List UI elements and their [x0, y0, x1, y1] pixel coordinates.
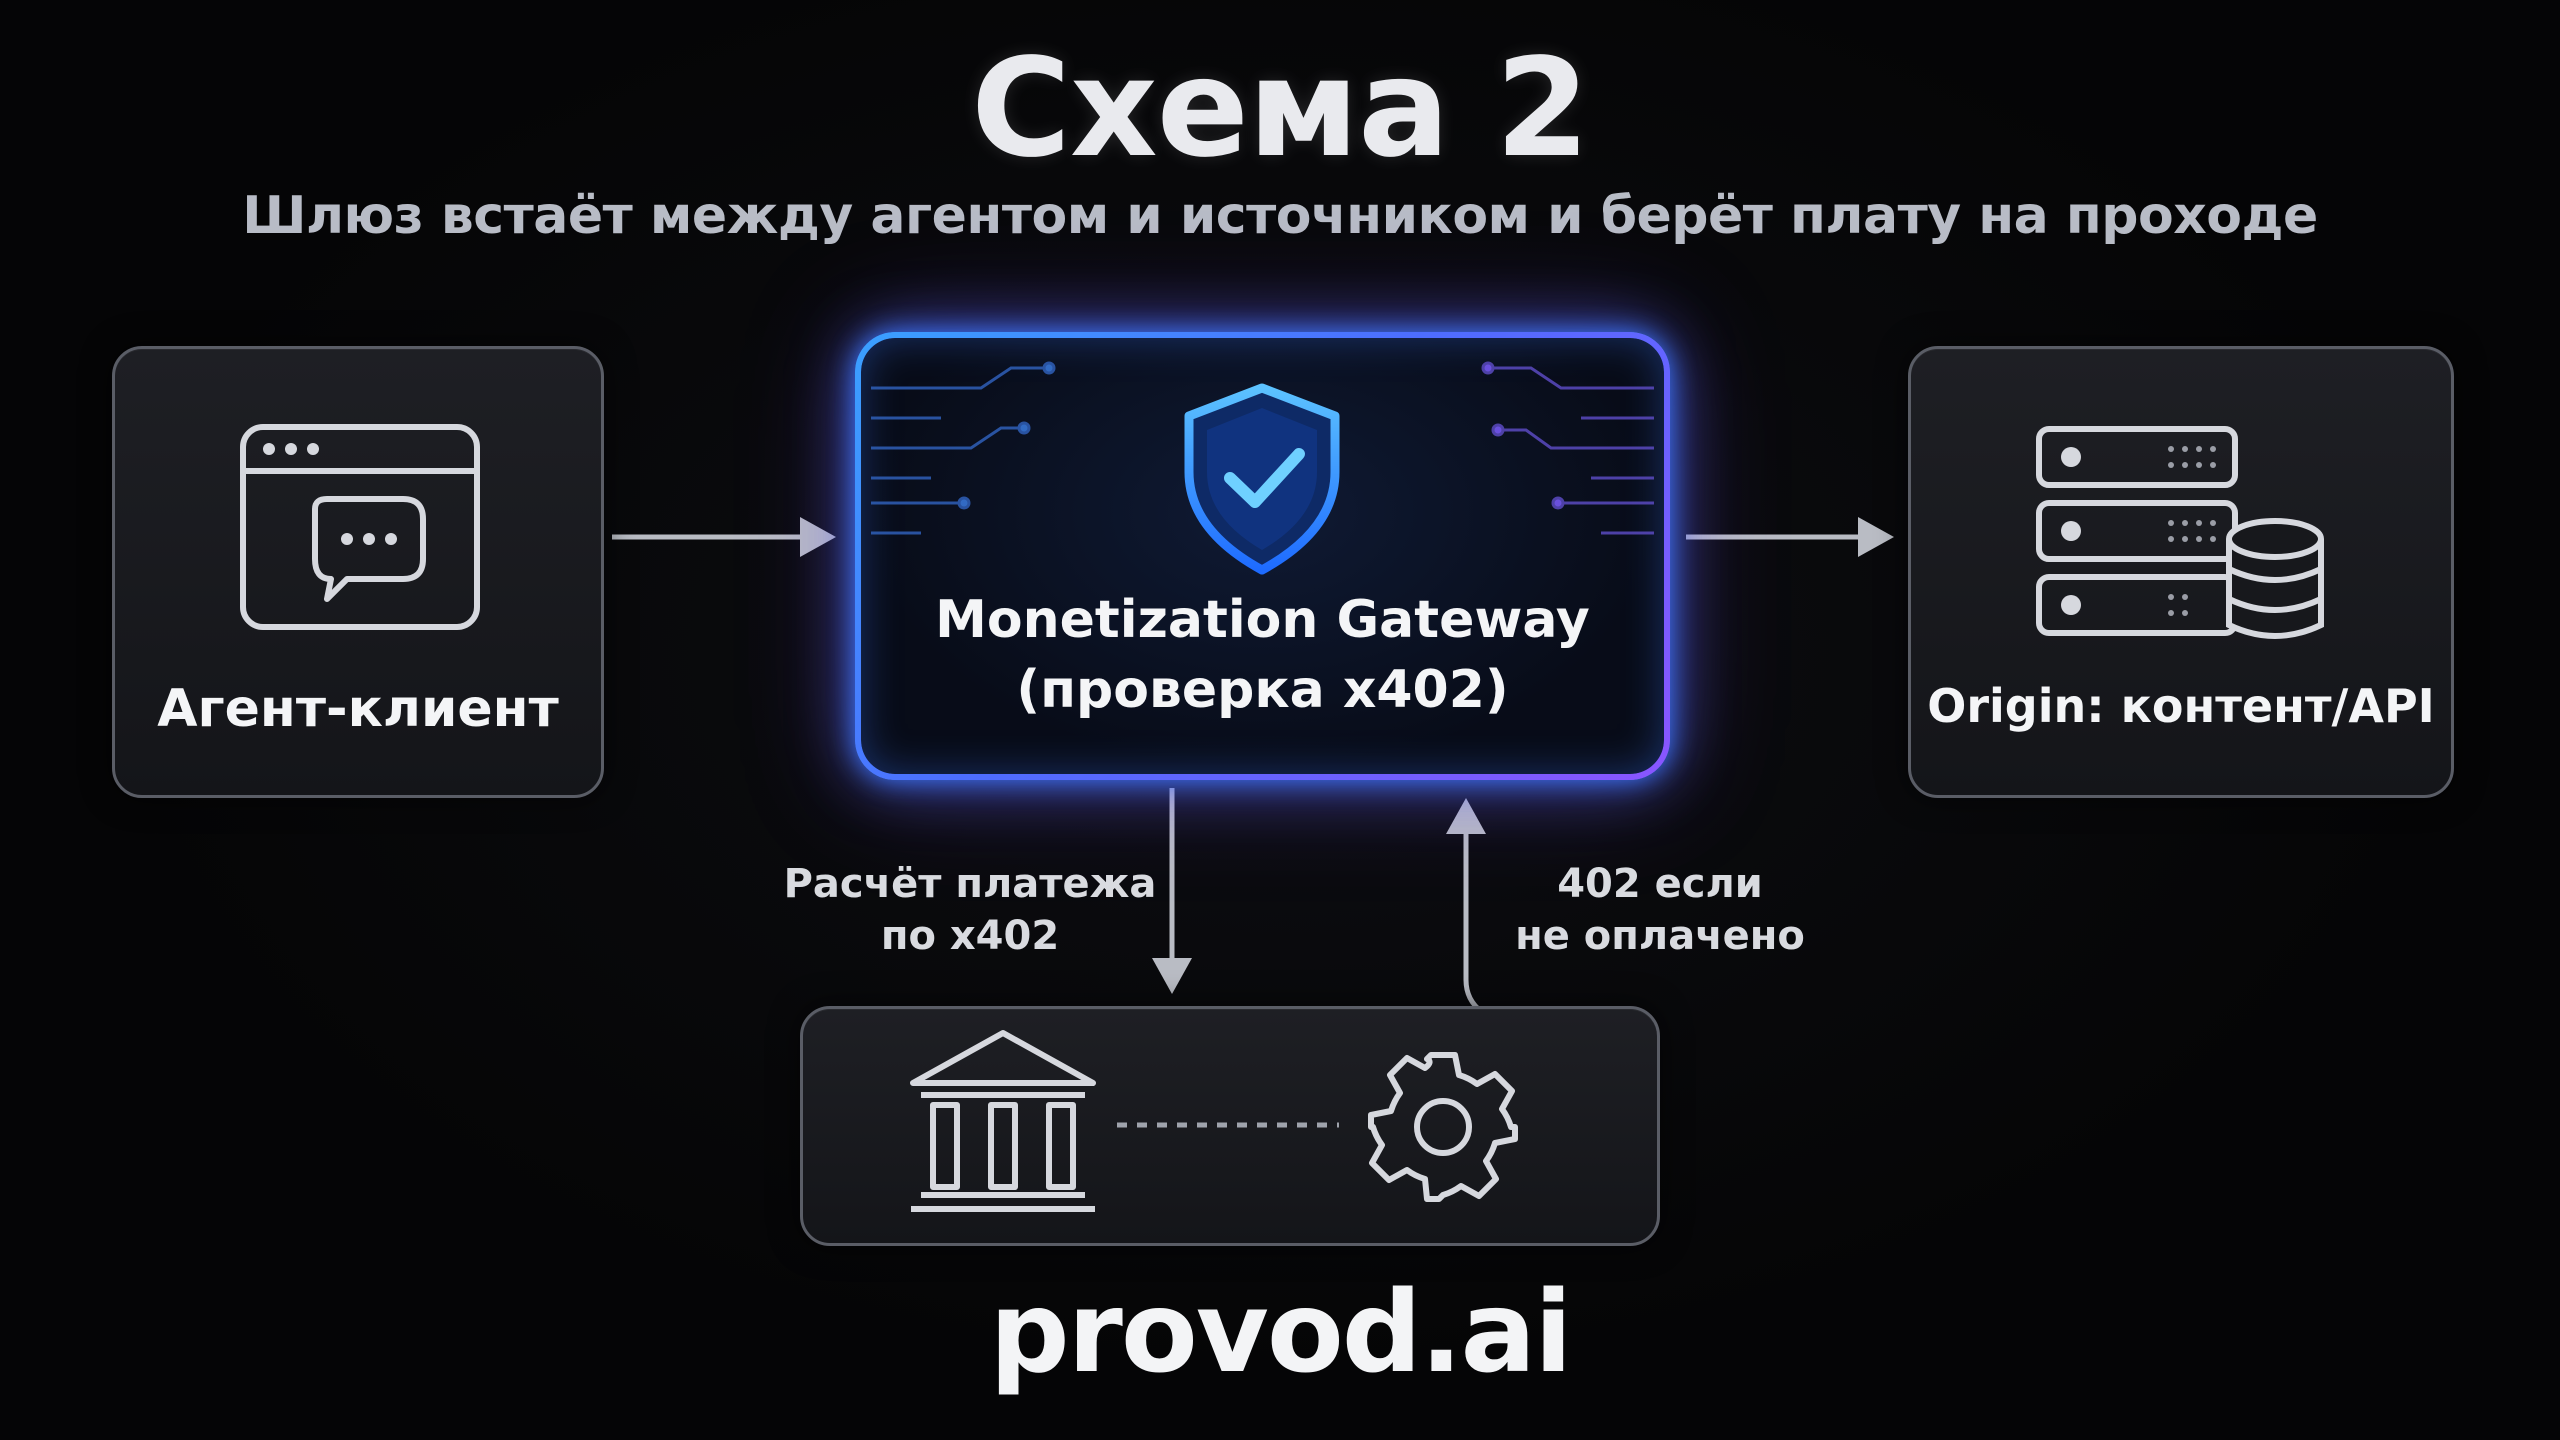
gear-icon	[1368, 1052, 1518, 1202]
status-402-label: 402 если не оплачено	[1440, 858, 1880, 962]
brand-logo-text: provod.ai	[989, 1268, 1573, 1398]
circuit-traces-decoration	[871, 361, 1654, 535]
bank-icon	[910, 1030, 1096, 1212]
arrow-gateway-to-origin	[1686, 517, 1894, 557]
browser-chat-icon	[240, 424, 480, 630]
gateway-title-label: Monetization Gateway	[935, 590, 1590, 650]
origin-label: Origin: контент/API	[1927, 679, 2435, 733]
gateway-subtitle-label: (проверка x402)	[1016, 660, 1509, 720]
arrow-gateway-to-payment	[1152, 788, 1192, 994]
shield-check-icon	[1184, 383, 1340, 575]
payment-settlement-label-line2: по x402	[880, 913, 1060, 959]
monetization-gateway-node: Monetization Gateway (проверка x402)	[855, 332, 1670, 780]
payment-settlement-label-line1: Расчёт платежа	[783, 861, 1157, 907]
agent-client-node: Агент-клиент	[112, 346, 604, 798]
server-database-icon	[2036, 426, 2324, 639]
status-402-label-line2: не оплачено	[1515, 913, 1805, 959]
diagram-title: Схема 2	[971, 30, 1590, 188]
arrow-agent-to-gateway	[612, 517, 836, 557]
diagram-subtitle: Шлюз встаёт между агентом и источником и…	[242, 186, 2318, 246]
agent-client-label: Агент-клиент	[157, 679, 559, 739]
payment-settlement-label: Расчёт платежа по x402	[740, 858, 1200, 962]
status-402-label-line1: 402 если	[1557, 861, 1763, 907]
dashed-connector	[1117, 1122, 1339, 1128]
payment-settlement-node	[800, 1006, 1660, 1246]
origin-node: Origin: контент/API	[1908, 346, 2454, 798]
